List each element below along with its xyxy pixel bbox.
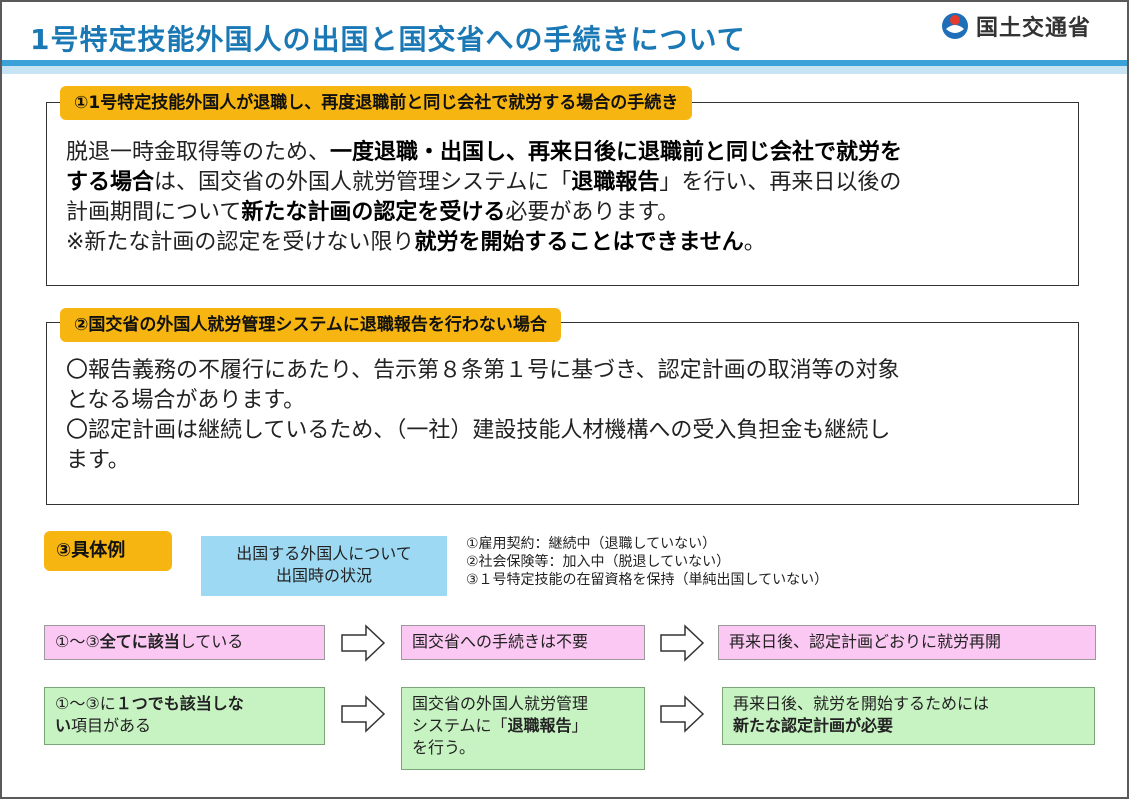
- section2-line3: 〇認定計画は継続しているため、（一社）建設技能人材機構への受入負担金も継続し: [66, 418, 891, 443]
- mlit-logo-icon: [942, 13, 968, 39]
- section1-body: 脱退一時金取得等のため、一度退職・出国し、再来日後に退職前と同じ会社で就労を す…: [66, 138, 902, 258]
- arrow-right-icon: [341, 695, 386, 733]
- text-segment: システムに「: [412, 716, 508, 735]
- row2-result-line1: 再来日後、就労を開始するためには: [733, 694, 990, 713]
- page-title: 1号特定技能外国人の出国と国交省への手続きについて: [30, 23, 746, 56]
- row2-condition-box: ①～③に１つでも該当しな い項目がある: [44, 687, 325, 745]
- row2-step-line1: 国交省の外国人就労管理: [412, 694, 589, 713]
- row2-result-box: 再来日後、就労を開始するためには 新たな認定計画が必要: [722, 687, 1095, 745]
- title-band-bottom: [2, 66, 1127, 74]
- status-line1: 出国する外国人について: [236, 544, 412, 563]
- section2-heading: ②国交省の外国人就労管理システムに退職報告を行わない場合: [60, 308, 561, 342]
- text-segment: 計画期間について: [66, 200, 242, 225]
- row1-result-box: 再来日後、認定計画どおりに就労再開: [718, 625, 1096, 660]
- text-segment: は、国交省の外国人就労管理システムに「: [154, 170, 572, 195]
- text-segment: している: [179, 632, 244, 651]
- row1-step-box: 国交省への手続きは不要: [401, 625, 645, 660]
- section2-line1: 〇報告義務の不履行にあたり、告示第８条第１号に基づき、認定計画の取消等の対象: [66, 358, 900, 383]
- bold-segment: 新たな計画の認定を受ける: [241, 200, 506, 225]
- bold-segment: 退職報告: [571, 170, 660, 195]
- text-segment: 」を行い、再来日以後の: [659, 170, 902, 195]
- bold-segment: 全てに該当: [99, 632, 180, 651]
- mlit-logo: 国土交通省: [940, 10, 1091, 42]
- section2-box: [46, 322, 1079, 505]
- bold-segment: する場合: [66, 170, 155, 195]
- text-segment: ①～③に: [55, 694, 116, 713]
- bold-segment: 就労を開始することはできません: [414, 230, 744, 255]
- section1-line3: 計画期間について新たな計画の認定を受ける必要があります。: [66, 198, 902, 228]
- bold-segment: 新たな認定計画が必要: [733, 716, 894, 735]
- text-segment: ①～③: [55, 632, 100, 651]
- arrow-right-icon: [660, 695, 705, 733]
- logo-text: 国土交通省: [976, 16, 1092, 41]
- row2-result-line2: 新たな認定計画が必要: [733, 715, 1084, 737]
- section2-line2: となる場合があります。: [66, 388, 306, 413]
- text-segment: 」: [571, 716, 588, 735]
- conditions-list: ①雇用契約：継続中（退職していない） ②社会保険等：加入中（脱退していない） ③…: [466, 535, 828, 589]
- row2-condition-line2: い項目がある: [55, 715, 314, 737]
- status-line2: 出国時の状況: [275, 566, 372, 585]
- section1-line4: ※新たな計画の認定を受けない限り就労を開始することはできません。: [66, 228, 902, 258]
- arrow-right-icon: [660, 624, 705, 662]
- row2-condition-line1: ①～③に１つでも該当しな: [55, 693, 314, 715]
- row2-step-box: 国交省の外国人就労管理 システムに「退職報告」 を行う。: [401, 687, 645, 770]
- bold-segment: 退職報告: [507, 716, 572, 735]
- section1-heading: ①1号特定技能外国人が退職し、再度退職前と同じ会社で就労する場合の手続き: [60, 86, 693, 120]
- text-segment: 。: [743, 230, 766, 255]
- condition-item: ③１号特定技能の在留資格を保持（単純出国していない）: [466, 572, 829, 588]
- section2-line4: ます。: [66, 448, 130, 473]
- section3-heading: ③具体例: [44, 531, 172, 571]
- condition-item: ②社会保険等：加入中（脱退していない）: [466, 554, 731, 570]
- bold-segment: １つでも該当しな: [115, 694, 244, 713]
- text-segment: 項目がある: [71, 716, 152, 735]
- text-segment: 必要があります。: [505, 200, 680, 225]
- section1-box: [46, 102, 1079, 286]
- bold-segment: 一度退職・出国し、再来日後に退職前と同じ会社で就労を: [330, 140, 903, 165]
- arrow-right-icon: [341, 624, 386, 662]
- section1-line2: する場合は、国交省の外国人就労管理システムに「退職報告」を行い、再来日以後の: [66, 168, 902, 198]
- text-segment: 脱退一時金取得等のため、: [66, 140, 331, 165]
- section2-body: 〇報告義務の不履行にあたり、告示第８条第１号に基づき、認定計画の取消等の対象 と…: [66, 356, 900, 476]
- row1-condition-box: ①～③全てに該当している: [44, 625, 325, 660]
- title-band-top: [2, 60, 1127, 66]
- departure-status-box: 出国する外国人について 出国時の状況: [201, 536, 447, 596]
- text-segment: ※新たな計画の認定を受けない限り: [66, 230, 415, 255]
- row2-step-line2: システムに「退職報告」: [412, 715, 634, 737]
- condition-item: ①雇用契約：継続中（退職していない）: [466, 536, 717, 552]
- row2-step-line3: を行う。: [412, 738, 476, 757]
- section1-line1: 脱退一時金取得等のため、一度退職・出国し、再来日後に退職前と同じ会社で就労を: [66, 138, 902, 168]
- bold-segment: い: [55, 716, 72, 735]
